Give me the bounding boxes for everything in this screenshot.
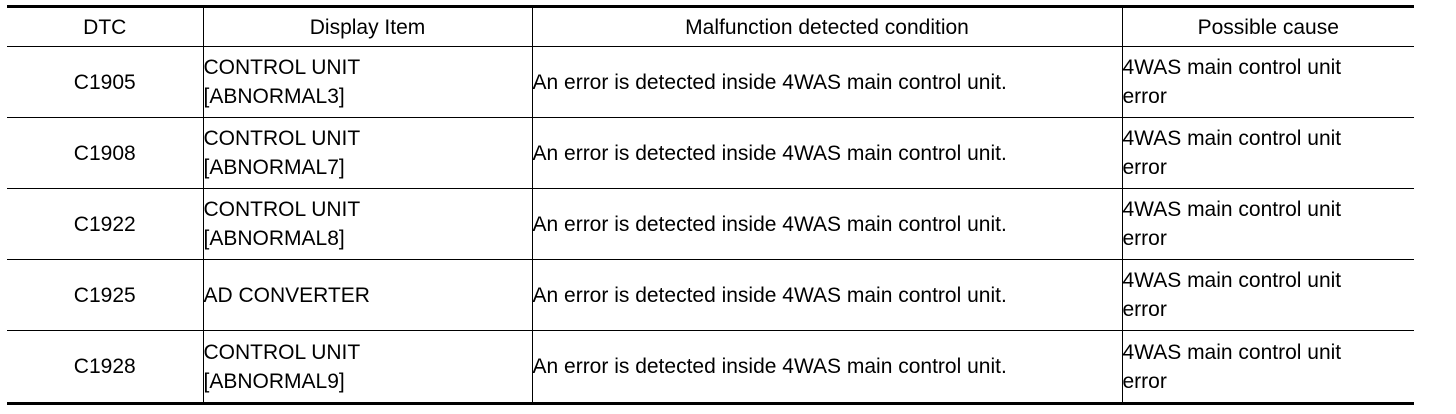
dtc-table: DTC Display Item Malfunction detected co… bbox=[7, 5, 1414, 405]
possible-cause-line: error bbox=[1122, 227, 1167, 250]
display-item-line: AD CONVERTER bbox=[203, 283, 370, 307]
malfunction-condition: An error is detected inside 4WAS main co… bbox=[531, 46, 1123, 118]
possible-cause-cell: 4WAS main control unit error bbox=[1121, 46, 1414, 118]
display-item-cell: CONTROL UNIT [ABNORMAL8] bbox=[202, 188, 533, 260]
display-item-line: [ABNORMAL7] bbox=[203, 156, 345, 179]
dtc-code: C1928 bbox=[7, 330, 204, 405]
display-item-line: CONTROL UNIT bbox=[203, 56, 361, 79]
display-item-line: [ABNORMAL8] bbox=[203, 227, 345, 250]
possible-cause-line: error bbox=[1122, 156, 1167, 179]
display-item-line: [ABNORMAL9] bbox=[203, 369, 345, 393]
header-possible-cause: Possible cause bbox=[1121, 5, 1414, 47]
possible-cause-cell: 4WAS main control unit error bbox=[1121, 117, 1414, 189]
possible-cause-line: 4WAS main control unit bbox=[1122, 127, 1342, 150]
possible-cause-cell: 4WAS main control unit error bbox=[1121, 330, 1414, 405]
header-row: DTC Display Item Malfunction detected co… bbox=[7, 5, 1414, 47]
malfunction-condition: An error is detected inside 4WAS main co… bbox=[531, 330, 1123, 405]
display-item-cell: CONTROL UNIT [ABNORMAL7] bbox=[202, 117, 533, 189]
header-dtc: DTC bbox=[7, 5, 204, 47]
dtc-code: C1925 bbox=[7, 259, 204, 331]
display-item-cell: AD CONVERTER bbox=[202, 259, 533, 331]
dtc-code: C1908 bbox=[7, 117, 204, 189]
possible-cause-line: error bbox=[1122, 369, 1167, 393]
malfunction-condition: An error is detected inside 4WAS main co… bbox=[531, 117, 1123, 189]
table-header: DTC Display Item Malfunction detected co… bbox=[7, 5, 1414, 47]
possible-cause-line: 4WAS main control unit bbox=[1122, 269, 1342, 292]
header-display-item: Display Item bbox=[202, 5, 533, 47]
possible-cause-line: 4WAS main control unit bbox=[1122, 198, 1342, 221]
possible-cause-line: error bbox=[1122, 85, 1167, 108]
display-item-cell: CONTROL UNIT [ABNORMAL9] bbox=[202, 330, 533, 405]
header-condition: Malfunction detected condition bbox=[531, 5, 1123, 47]
display-item-line: [ABNORMAL3] bbox=[203, 85, 345, 108]
possible-cause-cell: 4WAS main control unit error bbox=[1121, 188, 1414, 260]
malfunction-condition: An error is detected inside 4WAS main co… bbox=[531, 259, 1123, 331]
display-item-line: CONTROL UNIT bbox=[203, 340, 361, 364]
dtc-code: C1922 bbox=[7, 188, 204, 260]
possible-cause-cell: 4WAS main control unit error bbox=[1121, 259, 1414, 331]
display-item-cell: CONTROL UNIT [ABNORMAL3] bbox=[202, 46, 533, 118]
malfunction-condition: An error is detected inside 4WAS main co… bbox=[531, 188, 1123, 260]
dtc-code: C1905 bbox=[7, 46, 204, 118]
display-item-line: CONTROL UNIT bbox=[203, 127, 361, 150]
display-item-line: CONTROL UNIT bbox=[203, 198, 361, 221]
possible-cause-line: 4WAS main control unit bbox=[1122, 340, 1342, 364]
possible-cause-line: 4WAS main control unit bbox=[1122, 56, 1342, 79]
possible-cause-line: error bbox=[1122, 298, 1167, 321]
